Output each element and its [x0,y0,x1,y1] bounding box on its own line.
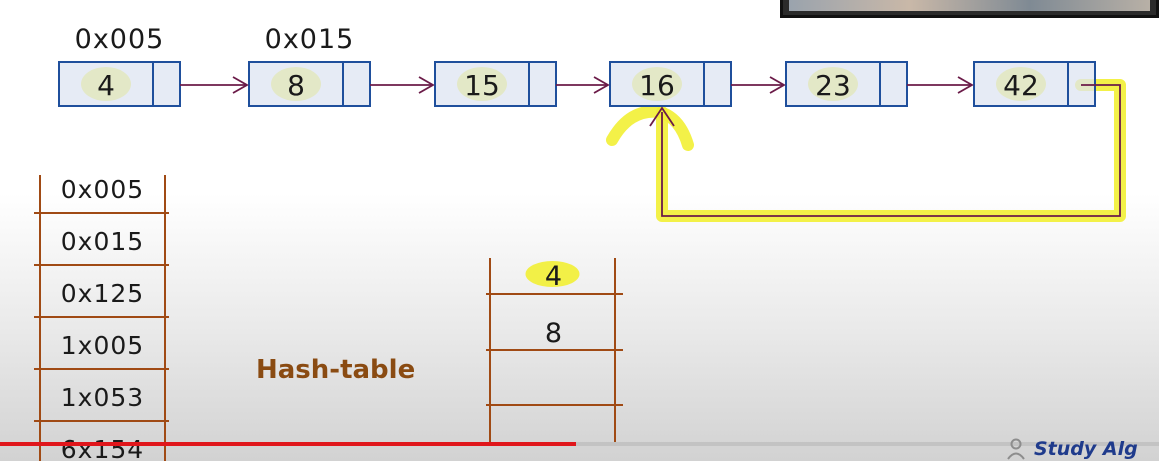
node-pointer-cell [528,61,557,107]
video-progress-fill [0,442,577,446]
node-value-cell [58,61,154,107]
webcam-image [789,0,1150,11]
arrow-head [593,76,610,94]
list-node: 23 [785,61,908,107]
address-entry: 1x005 [61,331,144,360]
node-addresses: 0x005 0x015 [75,24,355,55]
node-value: 42 [1003,69,1039,102]
node-value-cell [248,61,344,107]
hash-entry-highlight [525,261,580,287]
address-entry: 1x053 [61,383,144,412]
node-value-cell [973,61,1069,107]
channel-branding: Study Alg [1006,436,1138,461]
node-pointer-cell [703,61,732,107]
node-value-cell [609,61,705,107]
node-pointer-cell [879,61,908,107]
arrow-head [232,76,249,94]
hash-entry: 8 [545,318,562,349]
node-pointer-cell [152,61,181,107]
channel-name: Study Alg [1034,437,1138,460]
arrow-head [957,76,974,94]
list-node: 16 [609,61,732,107]
loop-target-highlight [606,105,694,151]
loop-arrow-line [661,84,1121,217]
list-node: 42 [973,61,1096,107]
hash-table: 48 [486,258,623,442]
node-value-cell [785,61,881,107]
address-entry: 6x154 [61,435,144,461]
node-value: 23 [815,69,851,102]
list-node: 4 [58,61,181,107]
address-entry: 0x015 [61,227,144,256]
address-entry: 0x125 [61,279,144,308]
node-value-cell [434,61,530,107]
node-value: 8 [287,69,305,102]
node-pointer-cell [342,61,371,107]
hash-table-label: Hash-table [256,355,415,385]
node-pointer-cell [1067,61,1096,107]
loop-arrow-head [649,106,675,127]
node-value: 15 [464,69,500,102]
list-node: 15 [434,61,557,107]
node-value: 4 [97,69,115,102]
address-table: 0x005 0x015 0x125 1x005 1x053 6x154 [34,175,169,461]
linked-list-nodes: 4 8 15 16 23 42 [58,61,1096,107]
linked-list-arrows [180,76,1121,217]
address-entry: 0x005 [61,175,144,204]
hash-entry: 4 [545,261,562,292]
arrow-head [418,76,435,94]
node-value: 16 [639,69,675,102]
node-address: 0x015 [265,24,355,55]
video-progress-bar[interactable] [0,442,1159,446]
list-node: 8 [248,61,371,107]
arrow-head [769,76,786,94]
webcam-overlay [780,0,1159,18]
person-icon [1007,438,1025,460]
node-address: 0x005 [75,24,165,55]
